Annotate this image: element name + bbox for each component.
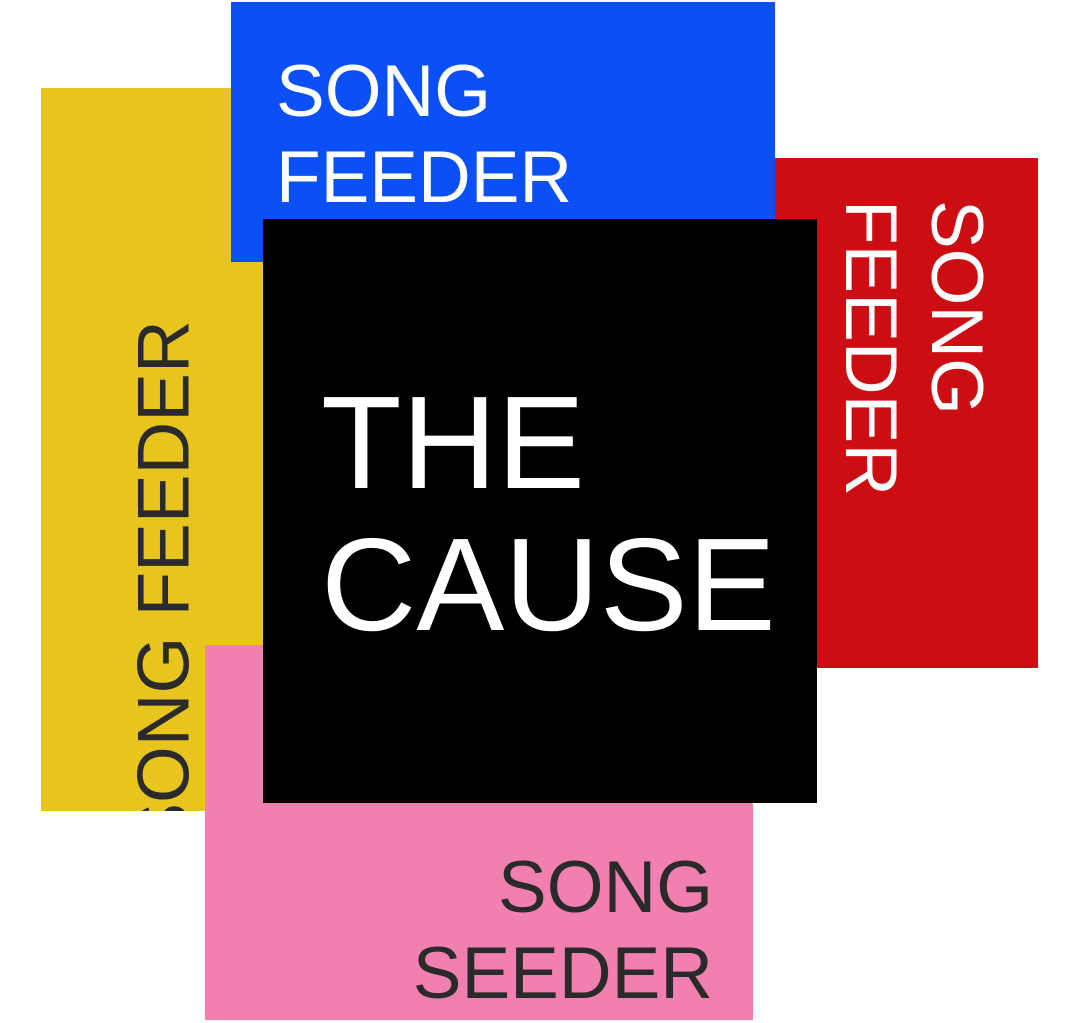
red-block-line-2: FEEDER <box>830 199 911 497</box>
blue-block-line-1: SONG <box>276 51 491 132</box>
pink-block-line-1: SONG <box>498 847 713 928</box>
pink-block-line-2: SEEDER <box>412 933 713 1014</box>
red-block-line-1: SONG <box>916 199 997 415</box>
center-block: THE CAUSE <box>263 219 817 803</box>
red-block: SONG FEEDER <box>775 158 1038 668</box>
yellow-block-label: SONG FEEDER <box>123 320 205 811</box>
center-title-line-1: THE <box>321 369 585 516</box>
blue-block-label: SONG FEEDER <box>276 49 572 221</box>
center-title-line-2: CAUSE <box>321 511 776 658</box>
red-block-label: SONG FEEDER <box>827 200 999 496</box>
yellow-block-text: SONG FEEDER <box>123 320 205 811</box>
blue-block: SONG FEEDER <box>231 2 775 262</box>
pink-block-label: SONG SEEDER <box>413 845 713 1017</box>
blue-block-line-2: FEEDER <box>276 137 573 218</box>
center-title: THE CAUSE <box>321 372 776 656</box>
